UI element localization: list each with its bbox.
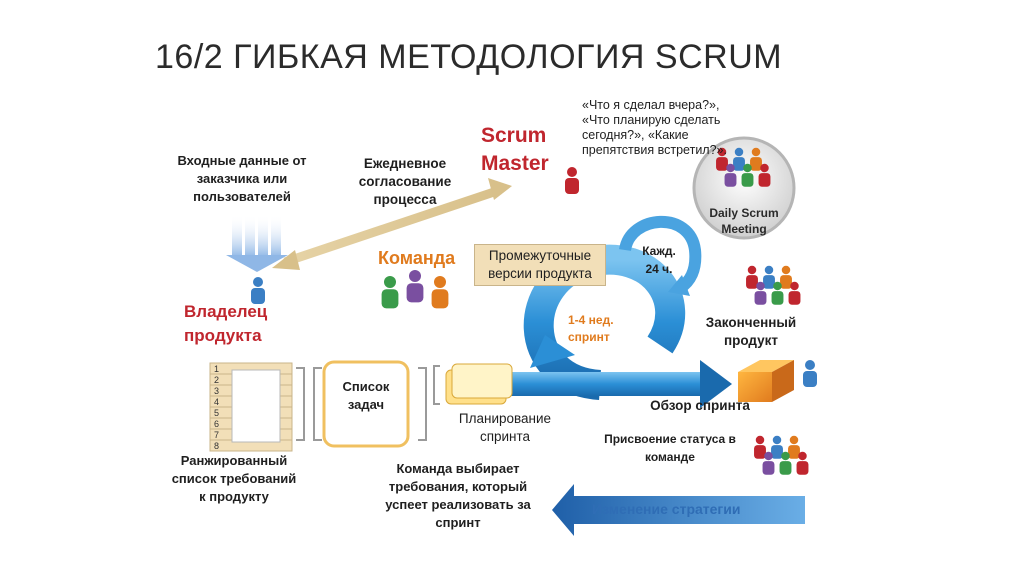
- daily-questions-text: «Что я сделал вчера?», «Что планирую сде…: [582, 98, 727, 157]
- team-member-icon: [779, 451, 792, 475]
- every-24h-label: Кажд. 24 ч.: [642, 244, 676, 276]
- team-member-icon: [788, 281, 801, 305]
- backlog-number: 3: [214, 386, 220, 396]
- team-member-icon: [733, 147, 745, 171]
- product-owner-label: Владелец продукта: [184, 302, 268, 345]
- team-member-icon: [750, 147, 762, 171]
- input-data-arrows: [226, 215, 288, 272]
- backlog-list: [209, 362, 305, 452]
- sprint-duration-label: 1-4 нед. спринт: [568, 313, 614, 344]
- backlog-number: 5: [214, 408, 220, 418]
- team-member-icon: [788, 435, 800, 459]
- team-label: Команда: [378, 248, 456, 268]
- daily-meeting-label: Daily Scrum Meeting: [709, 206, 779, 236]
- backlog-number: 8: [214, 441, 220, 451]
- team-member-icon: [763, 265, 775, 289]
- backlog-number: 6: [214, 419, 220, 429]
- sprint-planning-label: Планирование спринта: [458, 411, 552, 444]
- finished-product-label: Законченный продукт: [705, 315, 797, 348]
- backlog-number: 2: [214, 375, 220, 385]
- daily-agreement-arrow: [272, 178, 512, 270]
- customer-icon: [803, 360, 817, 387]
- people-groups: [251, 147, 817, 475]
- team-member-icon: [780, 265, 792, 289]
- intermediate-versions-box: Промежуточные версии продукта: [474, 244, 606, 286]
- backlog-number: 4: [214, 397, 220, 407]
- team-member-icon: [754, 435, 766, 459]
- team-selects-label: Команда выбирает требования, который усп…: [385, 461, 531, 530]
- team-member-icon: [771, 281, 784, 305]
- team-status-label: Присвоение статуса в команде: [604, 432, 736, 464]
- team-member-icon: [716, 147, 728, 171]
- scrum-master-label: Scrum Master: [481, 124, 549, 175]
- strategy-change-arrow: [552, 484, 805, 536]
- team-member-icon: [796, 451, 809, 475]
- team-member-icon: [406, 270, 424, 303]
- team-member-icon: [754, 281, 767, 305]
- team-member-icon: [381, 276, 399, 309]
- team-member-icon: [771, 435, 783, 459]
- backlog-number: 1: [214, 364, 220, 374]
- task-list-card: [313, 360, 427, 448]
- backlog-number: 7: [214, 430, 220, 440]
- team-member-icon: [741, 163, 754, 187]
- input-data-label: Входные данные от заказчика или пользова…: [177, 153, 307, 204]
- team-member-icon: [431, 276, 449, 309]
- ranked-list-label: Ранжированный список требований к продук…: [171, 453, 297, 504]
- sprint-planning-stack: [433, 363, 513, 405]
- scrum-master-icon: [565, 167, 579, 194]
- team-member-icon: [724, 163, 737, 187]
- team-member-icon: [746, 265, 758, 289]
- product-owner-icon: [251, 277, 265, 304]
- team-member-icon: [762, 451, 775, 475]
- task-list-label: Список задач: [342, 379, 390, 412]
- strategy-change-label: Изменение стратегии: [592, 501, 741, 517]
- team-member-icon: [758, 163, 771, 187]
- page-title: 16/2 ГИБКАЯ МЕТОДОЛОГИЯ SCRUM: [155, 38, 783, 76]
- product-box: [738, 360, 794, 402]
- sprint-review-label: Обзор спринта: [650, 398, 750, 413]
- daily-agreement-label: Ежедневное согласование процесса: [358, 156, 452, 207]
